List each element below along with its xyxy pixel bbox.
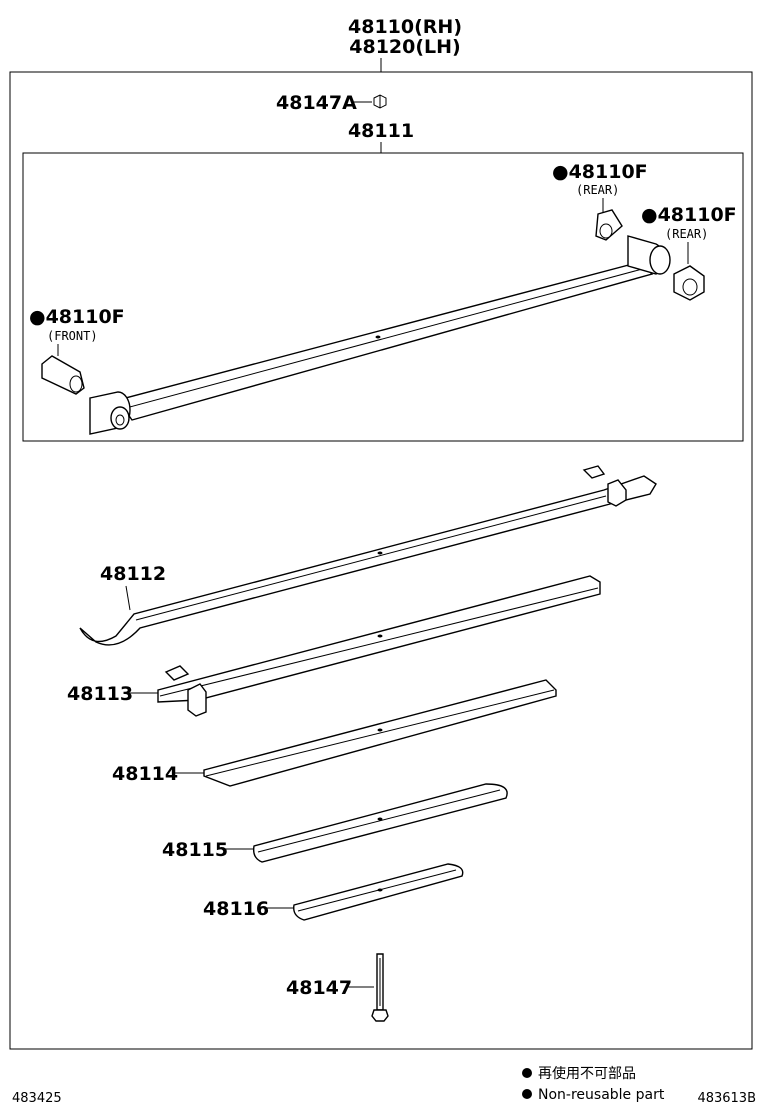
leaf-2-clip-1 <box>164 665 190 681</box>
leaf-4-edge <box>257 789 501 853</box>
leaf-1-clip-front <box>607 479 627 507</box>
legend-japanese: 再使用不可部品 <box>538 1065 636 1082</box>
leaf-1-edge <box>135 495 607 621</box>
leaf-2-clip-2 <box>187 683 207 717</box>
bushing-front-label: ●48110F <box>29 306 125 328</box>
front-eye-hole <box>115 414 125 426</box>
center-bolt-label: 48147 <box>286 977 352 999</box>
leaf-1-clip-rear <box>582 465 606 479</box>
leaf-4-part <box>252 783 508 863</box>
leaf-2-part <box>157 575 601 703</box>
leaf-3-edge <box>205 689 555 777</box>
leaf-1-leader <box>125 585 131 611</box>
bushing-rear-2-hole <box>682 278 698 296</box>
leaf-1-label: 48112 <box>100 563 166 585</box>
assembly-rh-label: 48110(RH) <box>348 16 462 38</box>
leaf-1-part <box>79 475 657 646</box>
nut-label: 48147A <box>276 92 357 114</box>
leaf-3-label: 48114 <box>112 763 178 785</box>
leaf-2-label: 48113 <box>67 683 133 705</box>
inner-frame <box>22 152 744 442</box>
leaf-4-label: 48115 <box>162 839 228 861</box>
assembled-spring-leaf <box>116 261 654 421</box>
bushing-rear-1-label: ●48110F <box>552 161 648 183</box>
leaf-3-center-hole <box>377 728 383 732</box>
legend-bullet-en <box>522 1089 532 1099</box>
bushing-front-note: (FRONT) <box>47 329 98 343</box>
center-bolt-head <box>371 1009 389 1022</box>
assembled-spring-center-hole <box>375 335 381 339</box>
leaf-2-edge <box>159 587 599 697</box>
bushing-rear-2-note: (REAR) <box>665 227 708 241</box>
bushing-rear-2-label: ●48110F <box>641 204 737 226</box>
leaf-5-label: 48116 <box>203 898 269 920</box>
bushing-rear-1-note: (REAR) <box>576 183 619 197</box>
legend-bullet-jp <box>522 1068 532 1078</box>
assembled-spring-edge <box>125 267 647 409</box>
outer-frame <box>9 71 753 1050</box>
leaf-5-part <box>293 863 464 921</box>
leaf-4-center-hole <box>377 817 383 821</box>
leaf-1-center-hole <box>377 551 383 555</box>
bushing-rear-1-hole <box>599 223 613 239</box>
legend-english: Non-reusable part <box>538 1087 665 1103</box>
leaf-2-center-hole <box>377 634 383 638</box>
leaf-5-edge <box>297 869 457 912</box>
rear-eye-end <box>649 245 671 275</box>
leaf-5-center-hole <box>377 888 383 892</box>
assembly-lh-label: 48120(LH) <box>349 36 460 58</box>
spring-assy-label: 48111 <box>348 120 414 142</box>
footer-right-code: 483613B <box>697 1091 756 1106</box>
footer-left-code: 483425 <box>12 1091 62 1106</box>
bushing-front-hole <box>69 375 83 393</box>
